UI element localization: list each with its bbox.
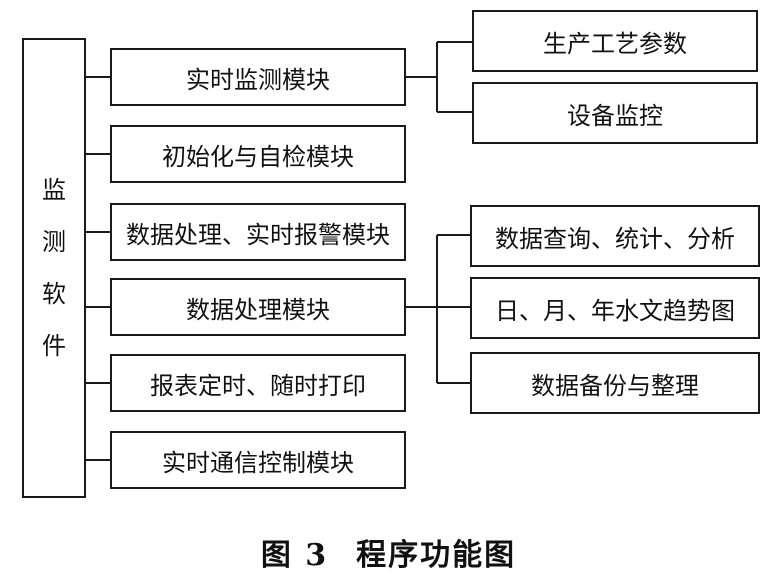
submodule-query-stats: 数据查询、统计、分析 <box>470 205 760 267</box>
submodule-hydro-trend: 日、月、年水文趋势图 <box>470 277 760 339</box>
root-char-4: 件 <box>42 332 66 360</box>
figure-caption: 图 3 程序功能图 <box>0 530 777 574</box>
module-comm-control: 实时通信控制模块 <box>110 431 406 489</box>
submodule-backup: 数据备份与整理 <box>470 352 760 414</box>
module-init-selfcheck: 初始化与自检模块 <box>110 125 406 183</box>
module-data-alarm: 数据处理、实时报警模块 <box>110 203 406 261</box>
root-char-3: 软 <box>42 280 66 308</box>
root-char-1: 监 <box>42 176 66 204</box>
submodule-process-params: 生产工艺参数 <box>472 10 758 72</box>
module-report-print: 报表定时、随时打印 <box>110 354 406 412</box>
module-data-processing: 数据处理模块 <box>110 278 406 336</box>
monitoring-software-root: 监 测 软 件 <box>22 38 86 498</box>
root-char-2: 测 <box>42 228 66 256</box>
submodule-device-monitor: 设备监控 <box>472 82 758 144</box>
figure-number: 图 3 <box>260 538 329 573</box>
figure-title: 程序功能图 <box>356 538 517 573</box>
module-realtime-monitor: 实时监测模块 <box>110 48 406 106</box>
